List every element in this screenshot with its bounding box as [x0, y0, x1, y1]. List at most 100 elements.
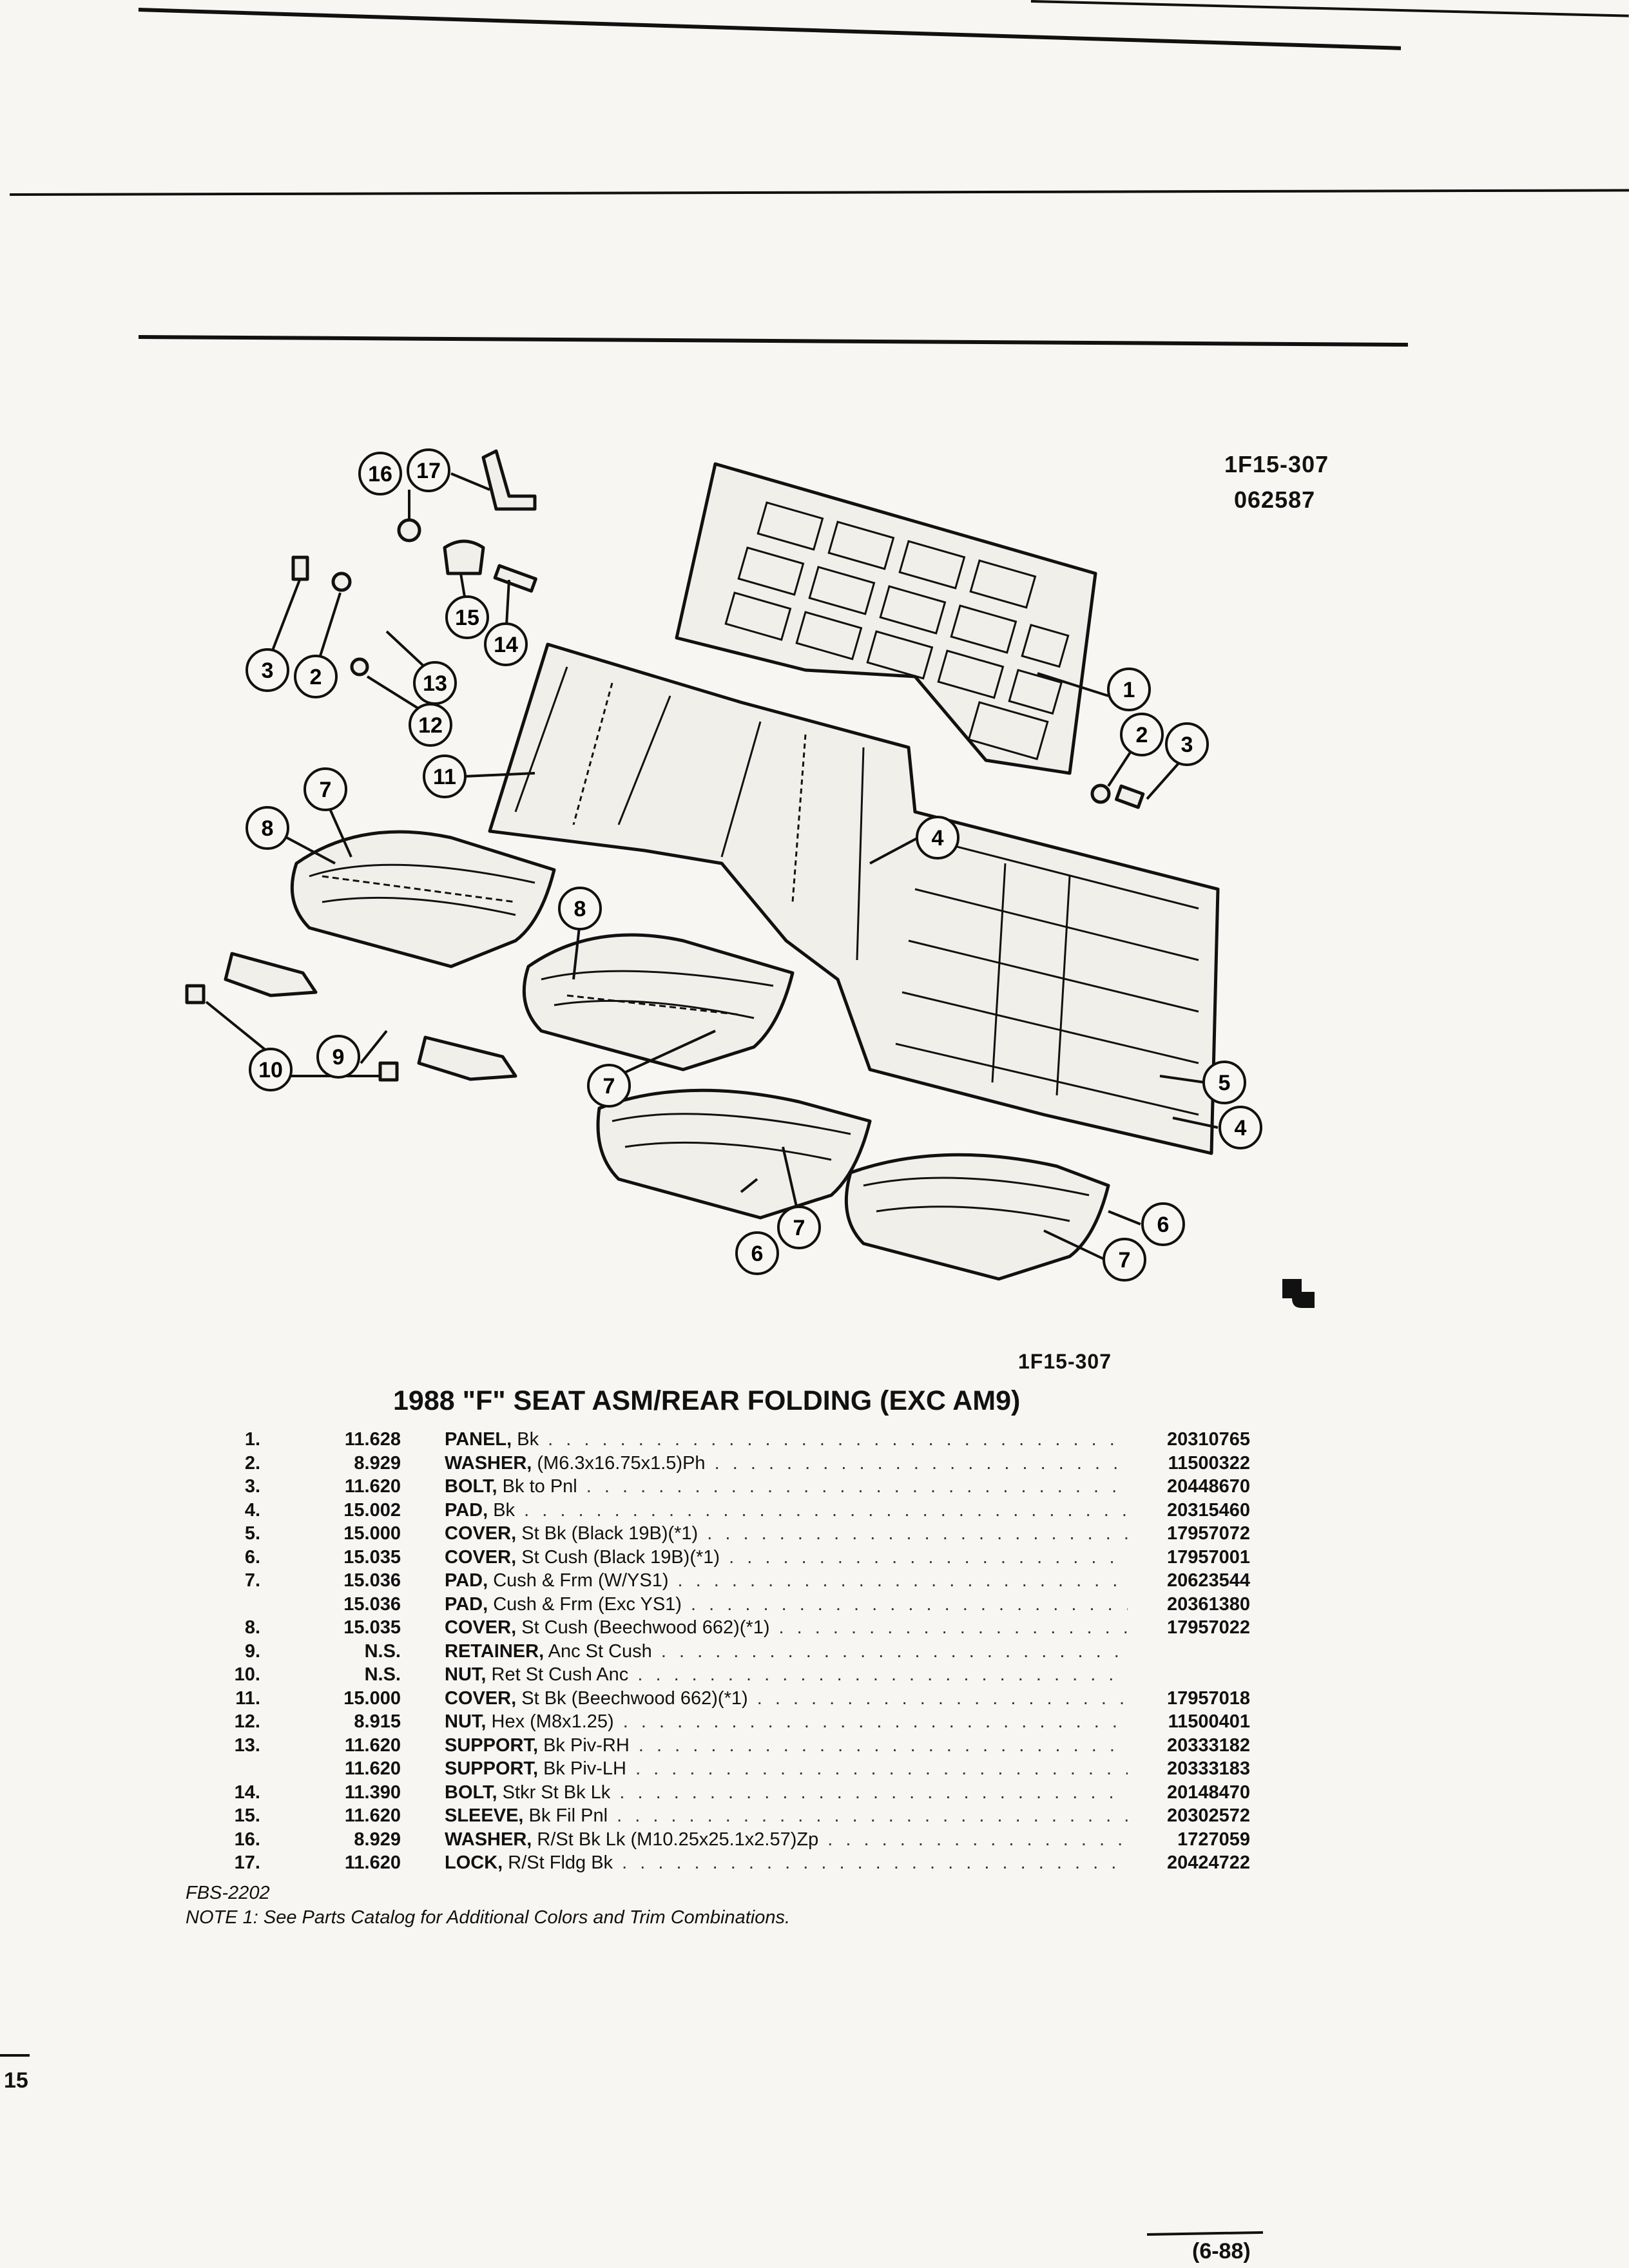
dot-leader: . . . . . . . . . . . . . . . . . . . . …	[757, 1687, 1128, 1709]
item-number: 1.	[244, 1429, 260, 1450]
part-description: NUT, Hex (M8x1.25) . . . . . . . . . . .…	[445, 1711, 1128, 1733]
item-number: 5.	[244, 1523, 260, 1544]
part-name: COVER,	[445, 1523, 517, 1544]
part-detail: Bk Piv-RH	[538, 1735, 630, 1756]
svg-text:2: 2	[1136, 723, 1148, 747]
callout-7-middle: 7	[587, 1064, 631, 1108]
item-number: 2.	[244, 1452, 260, 1474]
dot-leader: . . . . . . . . . . . . . . . . . . . . …	[622, 1852, 1128, 1873]
item-number: 10.	[234, 1664, 260, 1685]
callout-8-middle: 8	[558, 887, 602, 930]
part-detail: R/St Bk Lk (M10.25x25.1x2.57)Zp	[532, 1829, 819, 1850]
parts-row: 1. 11.628 PANEL, Bk . . . . . . . . . . . …	[180, 1429, 1250, 1453]
callout-9: 9	[316, 1035, 360, 1079]
group-number: 15.036	[343, 1593, 401, 1615]
part-name: SLEEVE,	[445, 1805, 524, 1826]
item-number: 17.	[234, 1852, 260, 1873]
group-number: 15.002	[343, 1499, 401, 1521]
svg-text:8: 8	[574, 897, 586, 921]
part-number: 20315460	[1128, 1499, 1250, 1521]
part-description: PANEL, Bk . . . . . . . . . . . . . . . …	[445, 1429, 1128, 1450]
part-number: 20310765	[1128, 1429, 1250, 1450]
part-description: PAD, Cush & Frm (Exc YS1) . . . . . . . …	[445, 1594, 1128, 1615]
item-number: 7.	[244, 1570, 260, 1591]
part-number: 17957072	[1128, 1523, 1250, 1544]
dot-leader: . . . . . . . . . . . . . . . . . . . . …	[677, 1570, 1128, 1591]
part-description: WASHER, (M6.3x16.75x1.5)Ph . . . . . . .…	[445, 1453, 1128, 1474]
dot-leader: . . . . . . . . . . . . . . . . . . . . …	[827, 1829, 1128, 1850]
callout-16: 16	[358, 452, 402, 495]
part-detail: St Bk (Black 19B)(*1)	[516, 1523, 699, 1544]
top-rule-edge	[1030, 0, 1629, 17]
part-detail: Cush & Frm (W/YS1)	[488, 1570, 669, 1591]
group-number: 8.915	[354, 1711, 401, 1732]
item-number: 12.	[234, 1711, 260, 1732]
part-detail: Bk Fil Pnl	[523, 1805, 608, 1826]
figure-code: 1F15-307	[1224, 451, 1329, 477]
dot-leader: . . . . . . . . . . . . . . . . . . . . …	[691, 1593, 1128, 1615]
part-detail: St Cush (Beechwood 662)(*1)	[516, 1617, 770, 1638]
front-left-cushion-drawing	[596, 1088, 872, 1220]
part-description: BOLT, Stkr St Bk Lk . . . . . . . . . . …	[445, 1782, 1128, 1803]
part-name: COVER,	[445, 1546, 517, 1568]
group-number: 8.929	[354, 1829, 401, 1850]
part-name: PAD,	[445, 1593, 488, 1615]
part-name: BOLT,	[445, 1782, 497, 1803]
svg-text:7: 7	[603, 1074, 615, 1099]
svg-text:12: 12	[418, 713, 443, 738]
part-description: COVER, St Cush (Black 19B)(*1) . . . . .…	[445, 1547, 1128, 1568]
group-number: 15.035	[343, 1546, 401, 1568]
callout-11: 11	[423, 754, 467, 798]
item-number: 9.	[244, 1640, 260, 1662]
callout-8-left: 8	[246, 806, 289, 850]
svg-text:8: 8	[262, 816, 274, 841]
group-number: 11.628	[344, 1429, 401, 1450]
callout-1: 1	[1107, 668, 1151, 711]
figure-code-bottom: 1F15-307	[1018, 1350, 1112, 1373]
part-name: SUPPORT,	[445, 1758, 539, 1779]
part-detail: Cush & Frm (Exc YS1)	[488, 1593, 682, 1615]
page-number-rule	[0, 2054, 30, 2057]
hardware-drawing	[291, 449, 1145, 809]
dot-leader: . . . . . . . . . . . . . . . . . . . . …	[635, 1758, 1128, 1779]
part-description: COVER, St Cush (Beechwood 662)(*1) . . .…	[445, 1617, 1128, 1639]
part-number: 20333182	[1128, 1735, 1250, 1756]
part-detail: R/St Fldg Bk	[503, 1852, 613, 1873]
part-number: 1727059	[1128, 1829, 1250, 1850]
part-detail: (M6.3x16.75x1.5)Ph	[532, 1452, 706, 1474]
part-detail: Bk Piv-LH	[538, 1758, 627, 1779]
svg-text:7: 7	[320, 778, 332, 802]
part-detail: Hex (M8x1.25)	[486, 1711, 614, 1732]
part-detail: Ret St Cush Anc	[486, 1664, 629, 1685]
middle-cushion-drawing	[522, 933, 795, 1072]
top-rule-1	[138, 8, 1402, 50]
svg-text:7: 7	[1119, 1248, 1131, 1273]
part-number: 20333183	[1128, 1758, 1250, 1780]
part-detail: Anc St Cush	[544, 1640, 652, 1662]
dot-leader: . . . . . . . . . . . . . . . . . . . . …	[622, 1711, 1128, 1732]
part-description: BOLT, Bk to Pnl . . . . . . . . . . . . …	[445, 1476, 1128, 1497]
part-description: SUPPORT, Bk Piv-RH . . . . . . . . . . .…	[445, 1735, 1128, 1756]
part-number: 11500322	[1128, 1452, 1250, 1474]
dot-leader: . . . . . . . . . . . . . . . . . . . . …	[637, 1664, 1128, 1685]
seat-back-drawing	[488, 642, 1220, 1155]
callout-2: 2	[1120, 713, 1164, 756]
part-detail: Bk to Pnl	[497, 1476, 577, 1497]
part-name: COVER,	[445, 1617, 517, 1638]
svg-text:5: 5	[1219, 1071, 1231, 1095]
back-panel-drawing	[675, 462, 1097, 775]
dot-leader: . . . . . . . . . . . . . . . . . . . . …	[524, 1499, 1128, 1521]
part-name: SUPPORT,	[445, 1735, 539, 1756]
part-description: COVER, St Bk (Black 19B)(*1) . . . . . .…	[445, 1523, 1128, 1544]
group-number: N.S.	[364, 1640, 401, 1662]
item-number: 11.	[235, 1687, 260, 1709]
svg-text:13: 13	[423, 671, 447, 696]
part-description: NUT, Ret St Cush Anc . . . . . . . . . .…	[445, 1664, 1128, 1686]
